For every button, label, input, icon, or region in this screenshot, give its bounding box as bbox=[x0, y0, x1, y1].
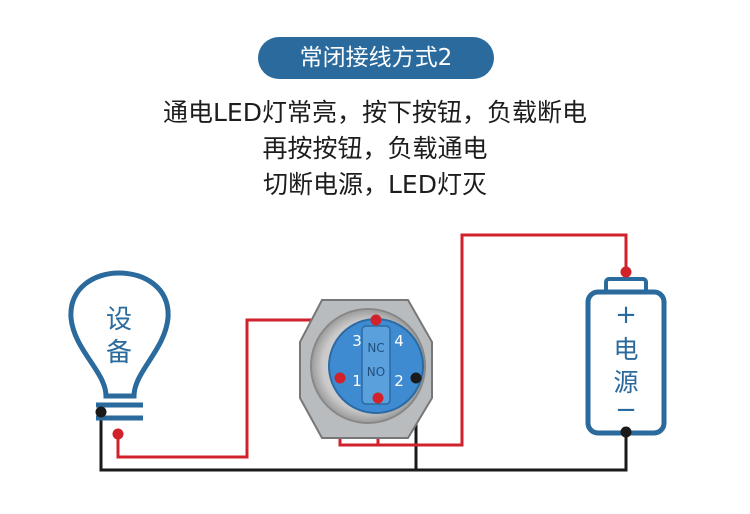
terminal-label-2: 2 bbox=[394, 372, 404, 390]
dot-battery-plus bbox=[620, 266, 632, 278]
dot-bulb-black bbox=[95, 406, 107, 418]
battery-label-2: 源 bbox=[613, 368, 638, 397]
bulb-label-2: 备 bbox=[106, 338, 132, 368]
bulb-device: 设 备 bbox=[68, 270, 171, 421]
battery-minus: − bbox=[615, 395, 637, 425]
junction-dots bbox=[95, 266, 632, 440]
battery-plus: + bbox=[615, 300, 637, 330]
dot-terminal-3 bbox=[370, 314, 382, 326]
dot-bulb-red bbox=[112, 428, 124, 440]
push-button-switch: NC NO 3 4 1 2 bbox=[299, 299, 433, 439]
battery-power-source: + 电 源 − bbox=[585, 277, 667, 436]
dot-terminal-no bbox=[372, 392, 384, 404]
bulb-label-1: 设 bbox=[106, 305, 132, 335]
terminal-label-4: 4 bbox=[394, 332, 404, 350]
description-line-1: 通电LED灯常亮，按下按钮，负载断电 bbox=[163, 98, 587, 127]
red-wire-bulb-to-terminal-3 bbox=[116, 318, 376, 459]
dot-terminal-1 bbox=[334, 372, 346, 384]
battery-label-1: 电 bbox=[613, 335, 638, 364]
terminal-label-3: 3 bbox=[352, 332, 362, 350]
switch-label-no: NO bbox=[367, 365, 385, 379]
dot-battery-minus bbox=[620, 426, 632, 438]
black-wire-bottom bbox=[99, 412, 628, 472]
dot-terminal-2 bbox=[410, 372, 422, 384]
terminal-label-1: 1 bbox=[352, 372, 362, 390]
description-line-2: 再按按钮，负载通电 bbox=[262, 134, 488, 163]
description-line-3: 切断电源，LED灯灭 bbox=[263, 170, 487, 199]
title-badge: 常闭接线方式2 bbox=[258, 37, 494, 79]
switch-label-nc: NC bbox=[367, 341, 384, 355]
